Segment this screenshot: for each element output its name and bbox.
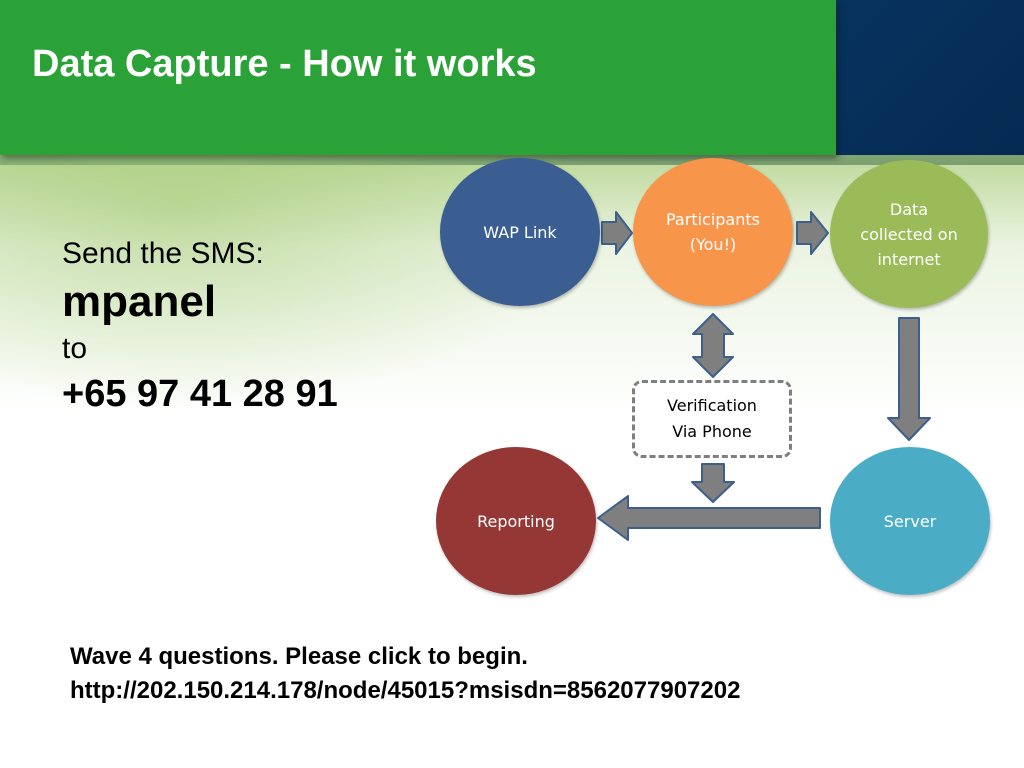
arrow-participants-verification [692, 313, 734, 378]
footer-instructions: Wave 4 questions. Please click to begin.… [70, 640, 740, 708]
node-reporting: Reporting [436, 447, 596, 595]
node-wap-link-label: WAP Link [483, 222, 557, 242]
node-verification-label: Verification Via Phone [667, 396, 757, 441]
node-participants: Participants (You!) [633, 158, 793, 306]
arrow-wap-to-participants [601, 211, 633, 255]
arrow-participants-to-data [796, 211, 829, 255]
survey-link[interactable]: http://202.150.214.178/node/45015?msisdn… [70, 677, 741, 704]
node-verification: Verification Via Phone [632, 380, 792, 458]
node-data-collected: Data collected on internet [830, 160, 988, 308]
sms-phone-number: +65 97 41 28 91 [62, 373, 338, 415]
node-data-collected-label: Data collected on internet [860, 199, 958, 269]
page-title: Data Capture - How it works [32, 43, 537, 85]
sms-instructions: Send the SMS: mpanel to +65 97 41 28 91 [62, 234, 338, 420]
arrow-server-to-reporting [597, 495, 821, 541]
node-participants-label: Participants (You!) [666, 210, 760, 254]
arrow-verification-down [691, 463, 735, 503]
node-wap-link: WAP Link [440, 158, 600, 306]
node-server: Server [830, 447, 990, 595]
node-reporting-label: Reporting [477, 511, 555, 531]
arrow-data-to-server [887, 317, 931, 441]
sms-to-text: to [62, 332, 88, 365]
sms-label: Send the SMS: [62, 237, 264, 270]
footer-wave-text: Wave 4 questions. Please click to begin. [70, 643, 528, 670]
sms-keyword: mpanel [62, 277, 217, 326]
title-band: Data Capture - How it works [0, 0, 836, 155]
node-server-label: Server [883, 511, 937, 531]
